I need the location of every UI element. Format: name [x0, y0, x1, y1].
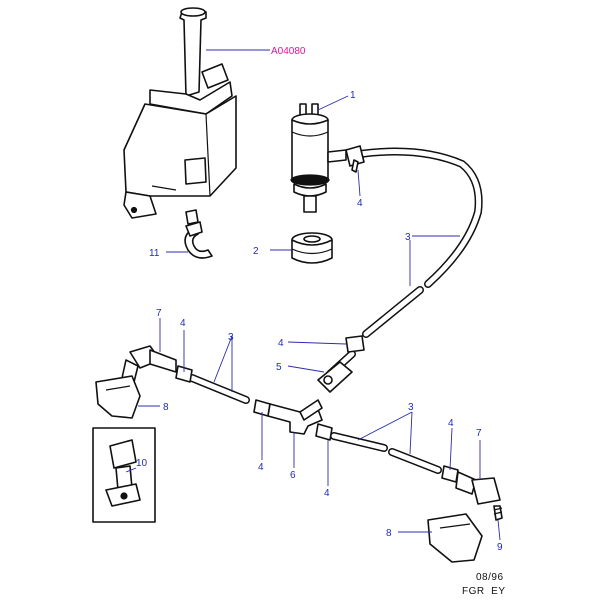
callout-5: 5 — [276, 362, 282, 373]
callout-4-lower-mid: 4 — [324, 488, 330, 499]
callout-3-upper: 3 — [405, 232, 411, 243]
washer-reservoir — [123, 7, 237, 225]
right-washer-jet — [427, 471, 503, 563]
footer-code: FGR EY — [462, 586, 506, 597]
callout-8-left: 8 — [163, 402, 169, 413]
jet-detail-inset — [92, 427, 156, 523]
callout-11: 11 — [149, 248, 160, 259]
t-piece-connector — [267, 399, 323, 435]
callout-7-left: 7 — [156, 308, 162, 319]
footer-date: 08/96 — [476, 572, 504, 583]
callout-2: 2 — [253, 246, 259, 257]
callout-3-left: 3 — [228, 332, 234, 343]
callout-3-right: 3 — [408, 402, 414, 413]
callout-9: 9 — [497, 542, 503, 553]
callout-6: 6 — [290, 470, 296, 481]
callout-4-lower-left: 4 — [258, 462, 264, 473]
washer-hoses — [188, 147, 483, 474]
hose-clip — [184, 221, 213, 259]
check-valve — [317, 361, 353, 393]
left-washer-jet — [95, 345, 177, 419]
reference-code-label: A04080 — [271, 46, 306, 57]
callout-4-right: 4 — [448, 418, 454, 429]
callout-10: 10 — [136, 458, 148, 469]
callout-1: 1 — [350, 90, 356, 101]
leader-lines — [125, 49, 501, 541]
callout-7-right: 7 — [476, 428, 482, 439]
callout-4-pump: 4 — [357, 198, 363, 209]
callout-4-valve: 4 — [278, 338, 284, 349]
pump-grommet — [291, 232, 333, 264]
callout-4-left: 4 — [180, 318, 186, 329]
callout-8-right: 8 — [386, 528, 392, 539]
hose-clamps — [175, 145, 459, 483]
washer-pump — [290, 103, 347, 213]
